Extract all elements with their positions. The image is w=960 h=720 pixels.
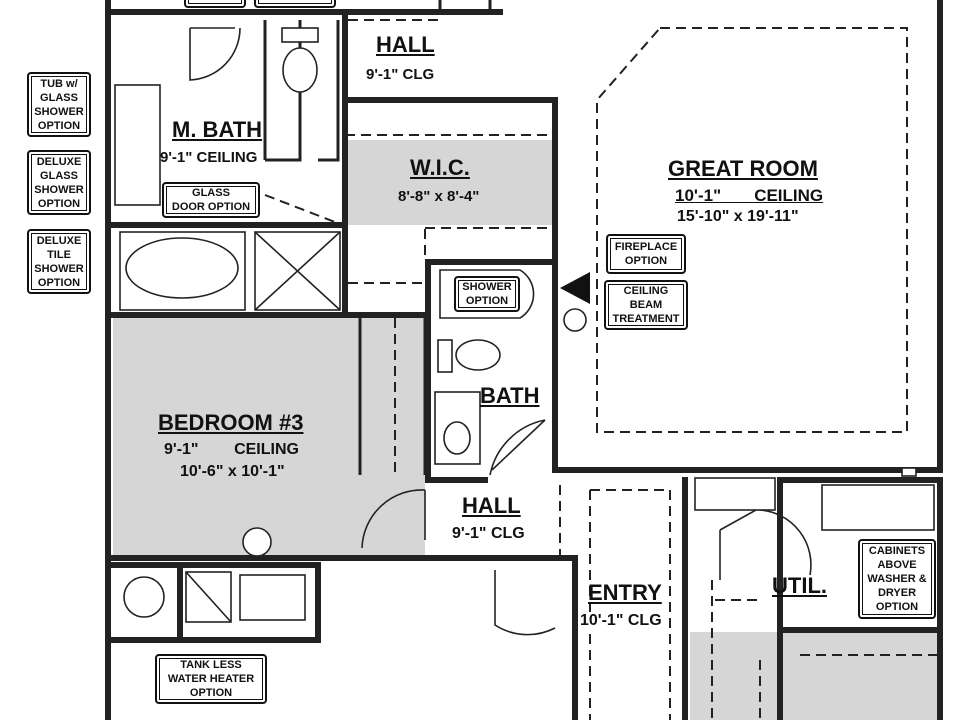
- dryer: [694, 477, 776, 511]
- option-top-left-partial[interactable]: OPTION: [184, 0, 246, 8]
- option-glass-door[interactable]: GLASS DOOR OPTION: [162, 182, 260, 218]
- great-room-title: GREAT ROOM: [668, 156, 818, 181]
- washer: [821, 484, 935, 531]
- wic-dashed: [345, 134, 552, 284]
- master-bath-title: M. BATH: [172, 117, 263, 142]
- option-deluxe-tile-shower[interactable]: DELUXE TILE SHOWER OPTION: [27, 229, 91, 294]
- great-room-ceiling-outline: [596, 27, 908, 433]
- bedroom-floor: [113, 318, 425, 558]
- ceiling-light-hall: [563, 308, 587, 332]
- option-cabinets-washer-dryer[interactable]: CABINETS ABOVE WASHER & DRYER OPTION: [858, 539, 936, 619]
- master-bath-ceiling: 9'-1" CEILING: [160, 149, 258, 166]
- door-mbath: [189, 27, 241, 81]
- door-shower-glass: [264, 194, 336, 223]
- bedroom3-size: 10'-6" x 10'-1": [180, 463, 285, 480]
- hall-mid-ceiling: 9'-1" CLG: [452, 525, 525, 542]
- shower-drain-lines: [254, 231, 341, 311]
- bath-title: BATH: [480, 383, 540, 408]
- hall-top-ceiling: 9'-1" CLG: [366, 66, 435, 83]
- util-title: UTIL.: [772, 573, 827, 598]
- master-toilet: [282, 47, 318, 93]
- option-top-mid-partial[interactable]: OPTION: [254, 0, 336, 8]
- ceiling-light-bedroom: [242, 527, 272, 557]
- fireplace-arrow-icon: [560, 272, 590, 304]
- bath-toilet-tank: [437, 339, 453, 373]
- master-toilet-tank: [281, 27, 319, 43]
- option-tankless-water-heater[interactable]: TANK LESS WATER HEATER OPTION: [155, 654, 267, 704]
- option-shower[interactable]: SHOWER OPTION: [454, 276, 520, 312]
- util-floor: [690, 632, 940, 720]
- option-ceiling-beam[interactable]: CEILING BEAM TREATMENT: [604, 280, 688, 330]
- wall-lower-left: [110, 562, 321, 643]
- great-room-ceiling: 10'-1" CEILING: [675, 186, 824, 205]
- option-fireplace[interactable]: FIREPLACE OPTION: [606, 234, 686, 274]
- master-tub: [125, 237, 239, 299]
- option-tub-glass-shower[interactable]: TUB w/ GLASS SHOWER OPTION: [27, 72, 91, 137]
- entry-dashed: [559, 485, 761, 720]
- bedroom-dashed: [394, 300, 556, 475]
- water-heater: [123, 576, 165, 618]
- outlet-marker: [901, 467, 917, 477]
- door-util: [719, 504, 812, 580]
- wall-thin-set: [263, 0, 492, 475]
- lower-box-1-diagonal: [185, 571, 232, 623]
- wall-hall-top: [342, 97, 943, 473]
- lower-box-2: [239, 574, 306, 621]
- entry-ceiling: 10'-1" CLG: [580, 612, 662, 630]
- great-room-size: 15'-10" x 19'-11": [677, 208, 799, 225]
- wic-floor: [345, 140, 552, 225]
- hall-mid-title: HALL: [462, 493, 521, 518]
- bedroom3-title: BEDROOM #3: [158, 410, 304, 435]
- hall-top-title: HALL: [376, 32, 435, 57]
- door-bath: [489, 419, 546, 476]
- master-vanity: [114, 84, 161, 206]
- wall-util-top: [777, 477, 943, 720]
- wic-size: 8'-8" x 8'-4": [398, 188, 480, 205]
- wall-hall-mid-bottom: [422, 555, 578, 720]
- bath-sink: [443, 421, 471, 455]
- bedroom3-ceiling: 9'-1" CEILING: [164, 441, 299, 458]
- bath-toilet: [455, 339, 501, 371]
- entry-title: ENTRY: [588, 580, 662, 605]
- wic-title: W.I.C.: [410, 155, 470, 180]
- option-deluxe-glass-shower[interactable]: DELUXE GLASS SHOWER OPTION: [27, 150, 91, 215]
- door-bedroom: [361, 489, 426, 549]
- door-hall-mid: [494, 570, 556, 636]
- wall-bath-box: [425, 259, 558, 483]
